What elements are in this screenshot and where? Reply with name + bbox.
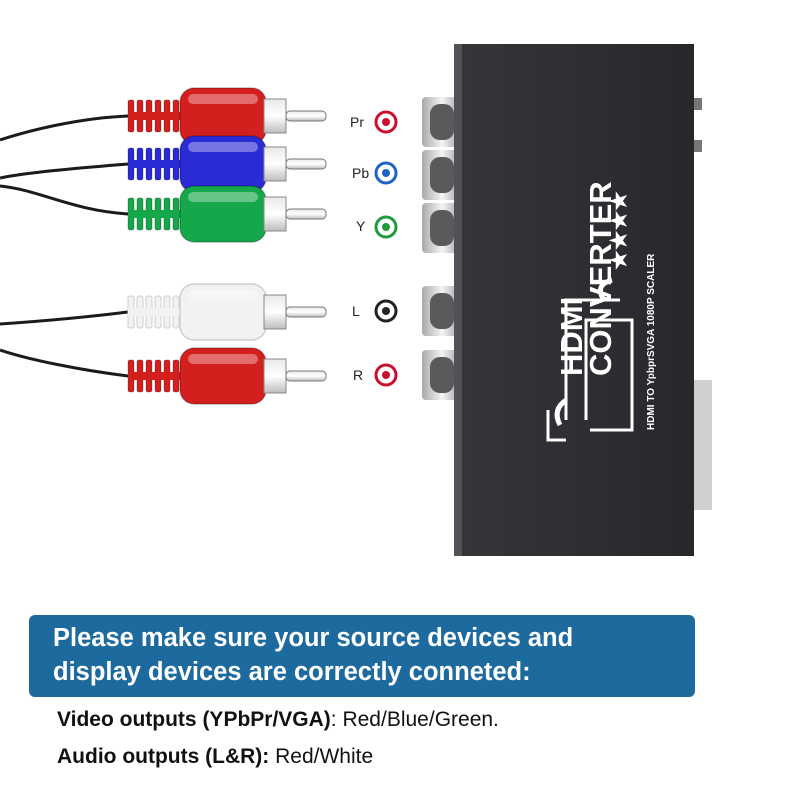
cable-wires — [0, 114, 129, 378]
jack-l — [422, 286, 462, 336]
instruction-banner: Please make sure your source devices and… — [29, 615, 695, 697]
brand-line1: HDMI — [554, 297, 589, 376]
vga-port — [694, 380, 712, 510]
banner-line-2: display devices are correctly conneted: — [53, 658, 531, 686]
video-outputs-value: : Red/Blue/Green. — [330, 708, 499, 731]
video-outputs-label: Video outputs (YPbPr/VGA) — [57, 708, 331, 731]
port-label-r: R — [353, 367, 363, 383]
port-label-y: Y — [356, 218, 366, 234]
device-jacks — [422, 97, 462, 400]
jack-pr — [422, 97, 462, 147]
white-audio-cable — [127, 283, 327, 341]
jack-y — [422, 203, 462, 253]
port-color-dots — [374, 110, 398, 387]
product-illustration: Pr Pb Y L R — [0, 44, 712, 556]
port-label-pb: Pb — [352, 165, 369, 181]
blue-video-cable — [127, 135, 327, 193]
port-label-pr: Pr — [350, 114, 364, 130]
device-stars: ★★★★ — [606, 191, 631, 270]
red-video-cable — [127, 87, 327, 145]
red-audio-cable — [127, 347, 327, 405]
brand-line2: CONVERTER — [583, 181, 618, 376]
jack-pb — [422, 150, 462, 200]
jack-r — [422, 350, 462, 400]
audio-outputs-line: Audio outputs (L&R): Red/White — [57, 745, 373, 769]
video-outputs-line: Video outputs (YPbPr/VGA): Red/Blue/Gree… — [57, 708, 499, 732]
switch-arrows-icon — [546, 277, 634, 442]
audio-outputs-label: Audio outputs (L&R): — [57, 745, 270, 768]
port-labels: Pr Pb Y L R — [350, 114, 369, 383]
green-video-cable — [127, 185, 327, 243]
device-subtitle: HDMI TO YpbprSVGA 1080P SCALER — [646, 253, 657, 430]
rca-plugs — [127, 87, 327, 405]
port-label-l: L — [352, 303, 360, 319]
converter-device: HDMI CONVERTER HDMI TO YpbprSVGA 1080P S… — [454, 44, 712, 556]
banner-line-1: Please make sure your source devices and — [53, 624, 574, 652]
audio-outputs-value: Red/White — [269, 745, 374, 768]
